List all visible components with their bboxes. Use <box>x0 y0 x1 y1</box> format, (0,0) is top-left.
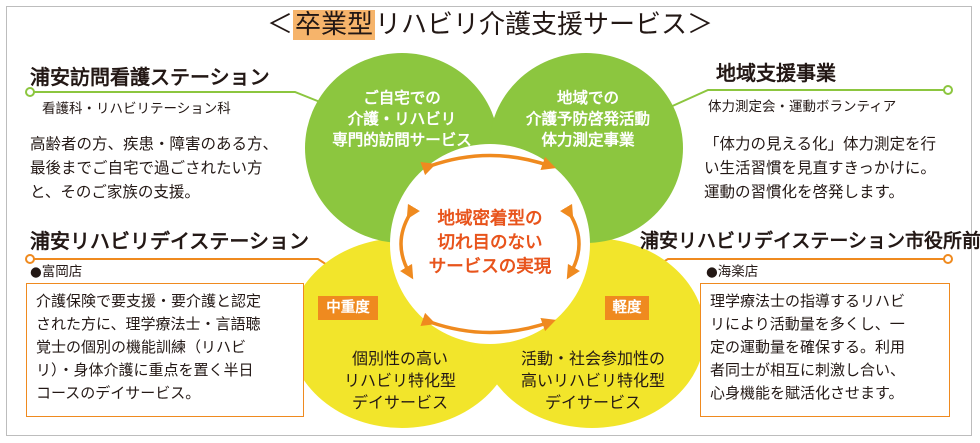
title-rest: リハビリ介護支援サービス＞ <box>375 10 714 40</box>
circle-line: 介護・リハビリ <box>347 110 457 128</box>
circle-line: 高いリハビリ特化型 <box>520 371 665 390</box>
sub-visiting-nursing: 看護科・リハビリテーション科 <box>42 101 231 117</box>
circle-line: 地域での <box>556 89 619 107</box>
center-line: 切れ目のない <box>437 233 543 253</box>
text-line: 「体力の見える化」体力測定を行 <box>704 135 937 153</box>
circle-center <box>390 144 590 344</box>
circle-text-individual-rehab: 個別性の高い リハビリ特化型 デイサービス <box>320 348 480 414</box>
text-line: 理学療法士の指導するリハビ <box>710 292 906 310</box>
sub-community-support: 体力測定会・運動ボランティア <box>708 99 897 115</box>
arrow-top <box>420 153 556 176</box>
tag-moderate-severe: 中重度 <box>318 296 378 320</box>
circle-text-prevention: 地域での 介護予防啓発活動 体力測定事業 <box>508 88 668 151</box>
title-highlight: 卒業型 <box>292 10 375 40</box>
circle-line: 個別性の高い <box>351 349 448 368</box>
text-line: 心身機能を賦活化させます。 <box>710 384 904 402</box>
text-community-support: 「体力の見える化」体力測定を行 い生活習慣を見直すきっかけに。 運動の習慣化を啓… <box>704 132 936 204</box>
text-visiting-nursing: 高齢者の方、疾患・障害のある方、 最後までご自宅で過ごされたい方 と、そのご家族… <box>30 132 278 204</box>
title-bracket: ＜ <box>266 10 293 40</box>
center-message: 地域密着型の 切れ目のない サービスの実現 <box>410 207 570 279</box>
arrow-right <box>560 203 581 280</box>
circle-line: デイサービス <box>544 393 641 412</box>
heading-visiting-nursing: 浦安訪問看護ステーション <box>30 65 270 89</box>
text-line: と、そのご家族の支援。 <box>30 183 200 201</box>
text-line: 介護保険で要支援・要介護と認定 <box>36 292 262 310</box>
circle-line: 専門的訪問サービス <box>332 131 472 149</box>
branch-kairaku: ●海楽店 <box>706 264 759 280</box>
text-line: 高齢者の方、疾患・障害のある方、 <box>30 135 279 153</box>
heading-rehab-day-city-hall: 浦安リハビリデイステーション市役所前 <box>640 230 980 252</box>
text-line: リ）・身体介護に重点を置く半日 <box>36 361 254 379</box>
text-line: 覚士の個別の機能訓練（リハビ <box>36 338 247 356</box>
arrow-left <box>399 203 420 280</box>
text-line: 運動の習慣化を啓発します。 <box>704 183 904 201</box>
connector-dot-bottom-left <box>25 254 35 264</box>
connector-dot-bottom-right <box>943 254 953 264</box>
tag-mild: 軽度 <box>605 296 649 320</box>
box-rehab-day-city-hall: 理学療法士の指導するリハビ リにより活動量を多くし、一 定の運動量を確保する。利… <box>700 283 950 417</box>
heading-community-support: 地域支援事業 <box>716 61 836 85</box>
circle-text-home-care: ご自宅での 介護・リハビリ 専門的訪問サービス <box>322 88 482 151</box>
connector-top-right <box>667 89 948 109</box>
circle-line: ご自宅での <box>363 89 441 107</box>
branch-tomioka: ●富岡店 <box>30 264 83 280</box>
circle-line: 活動・社会参加性の <box>520 349 665 368</box>
text-line: 定の運動量を確保する。利用 <box>710 338 906 356</box>
text-line: い生活習慣を見直すきっかけに。 <box>704 159 936 177</box>
circle-line: デイサービス <box>351 393 448 412</box>
text-line: された方に、理学療法士・言語聴 <box>36 315 261 333</box>
connector-dot-top-right <box>943 85 953 95</box>
heading-rehab-day-tomioka: 浦安リハビリデイステーション <box>30 229 309 253</box>
center-line: 地域密着型の <box>437 209 543 229</box>
text-line: 最後までご自宅で過ごされたい方 <box>30 159 263 177</box>
page-title: ＜卒業型リハビリ介護支援サービス＞ <box>0 8 980 42</box>
circle-line: リハビリ特化型 <box>343 371 456 390</box>
box-rehab-day-tomioka: 介護保険で要支援・要介護と認定 された方に、理学療法士・言語聴 覚士の個別の機能… <box>26 283 304 417</box>
center-line: サービスの実現 <box>428 257 552 277</box>
circle-line: 体力測定事業 <box>541 131 635 149</box>
circle-line: 介護予防啓発活動 <box>525 110 650 128</box>
text-line: コースのデイサービス。 <box>36 384 201 402</box>
arrow-bottom <box>420 312 556 335</box>
text-line: リにより活動量を多くし、一 <box>710 315 905 333</box>
text-line: 者同士が相互に刺激し合い、 <box>710 361 906 379</box>
connector-dot-top-left <box>25 87 35 97</box>
circle-text-social-rehab: 活動・社会参加性の 高いリハビリ特化型 デイサービス <box>508 348 678 414</box>
